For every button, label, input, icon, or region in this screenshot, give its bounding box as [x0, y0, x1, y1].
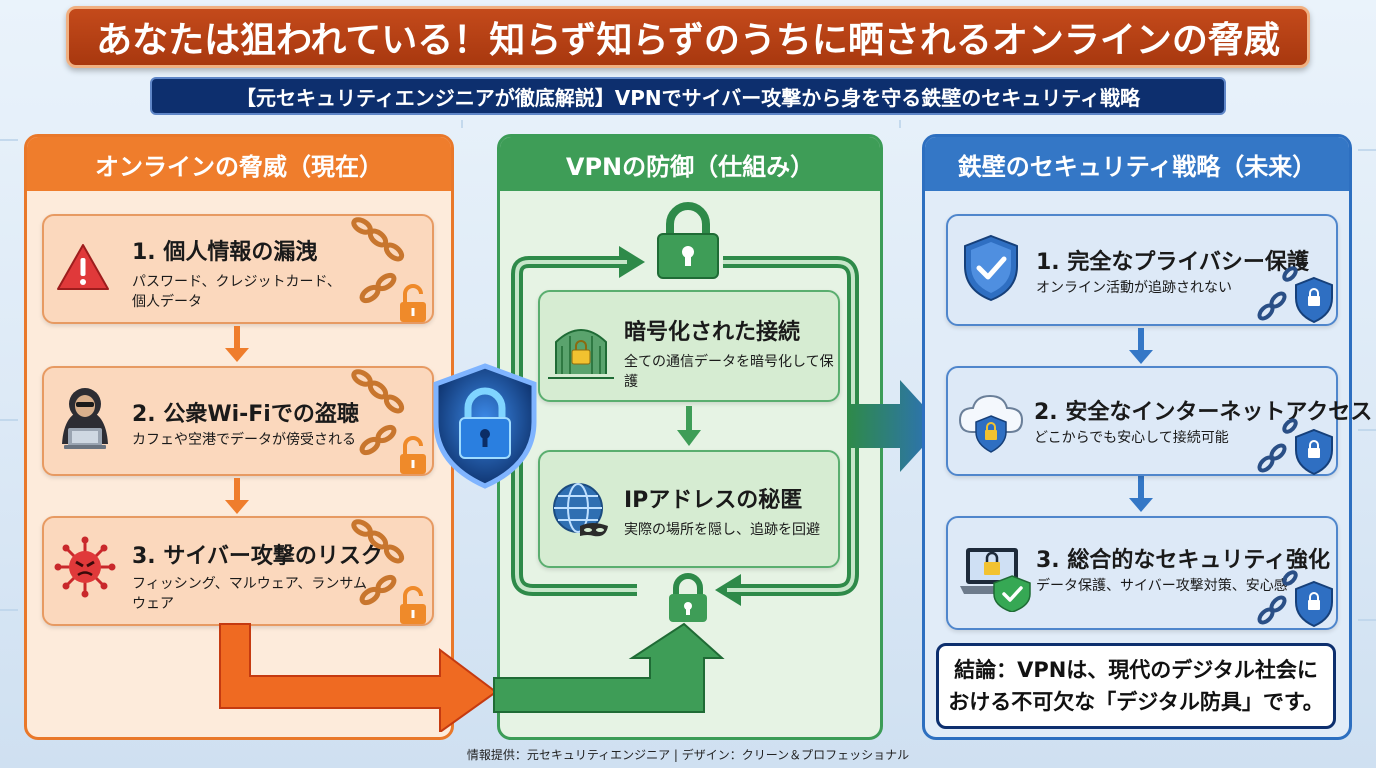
threat-card-desc: カフェや空港でデータが傍受される — [132, 432, 356, 448]
future-card-total-security: 3. 総合的なセキュリティ強化 データ保護、サイバー攻撃対策、安心感 — [946, 516, 1338, 630]
hacker-icon — [62, 388, 108, 449]
shield-check-icon — [964, 234, 1018, 302]
vpn-card-title: 暗号化された接続 — [624, 320, 801, 345]
future-card-secure-access: 2. 安全なインターネットアクセス どこからでも安心して接続可能 — [946, 366, 1372, 476]
future-card-title: 2. 安全なインターネットアクセス — [1034, 400, 1373, 425]
future-card-desc: データ保護、サイバー攻撃対策、安心感 — [1036, 578, 1288, 594]
encrypted-tunnel-icon — [548, 329, 614, 379]
future-card-desc: オンライン活動が追跡されない — [1036, 280, 1232, 296]
threat-to-vpn-arrow — [219, 622, 725, 732]
conclusion-box: 結論：VPNは、現代のデジタル社会に おける不可欠な「デジタル防具」です。 — [936, 643, 1336, 729]
future-card-title: 1. 完全なプライバシー保護 — [1036, 250, 1309, 275]
future-flow-arrow-down — [1129, 476, 1153, 512]
vpn-card-ip-hiding: IPアドレスの秘匿 実際の場所を隠し、追跡を回避 — [538, 450, 840, 568]
threat-card-title: 2. 公衆Wi-Fiでの盗聴 — [132, 402, 359, 427]
broken-chain-lock-icon — [351, 369, 426, 474]
laptop-lock-icon — [960, 548, 1031, 612]
conclusion-line-1: 結論：VPNは、現代のデジタル社会に — [954, 658, 1318, 682]
vpn-column-heading: VPNの防御（仕組み） — [500, 137, 880, 191]
threat-card-title: 1. 個人情報の漏洩 — [132, 240, 318, 265]
future-flow-arrow-down — [1129, 328, 1153, 364]
vpn-to-future-arrow — [848, 380, 942, 472]
warning-icon — [57, 244, 109, 290]
globe-mask-icon — [553, 483, 608, 537]
padlock-icon — [657, 202, 719, 279]
broken-chain-lock-icon — [351, 217, 426, 322]
virus-icon — [54, 536, 116, 598]
vpn-card-desc: 全ての通信データを暗号化して保護 — [624, 354, 834, 390]
threat-card-cyber-attack: 3. サイバー攻撃のリスク フィッシング、マルウェア、ランサムウェア — [42, 516, 434, 626]
threat-card-desc: パスワード、クレジットカード、個人データ — [132, 274, 341, 310]
chain-shield-icon — [1257, 266, 1333, 324]
vpn-shield-icon — [433, 363, 537, 489]
threat-card-data-leak: 1. 個人情報の漏洩 パスワード、クレジットカード、個人データ — [42, 214, 434, 324]
vpn-flow-arrow-down — [677, 406, 701, 446]
threat-column-heading: オンラインの脅威（現在） — [27, 137, 451, 191]
chain-shield-icon — [1257, 570, 1333, 628]
future-card-privacy: 1. 完全なプライバシー保護 オンライン活動が追跡されない — [946, 214, 1338, 326]
threat-card-wifi-sniffing: 2. 公衆Wi-Fiでの盗聴 カフェや空港でデータが傍受される — [42, 366, 434, 476]
threat-card-title: 3. サイバー攻撃のリスク — [132, 544, 383, 569]
broken-chain-lock-icon — [351, 519, 426, 624]
vpn-card-desc: 実際の場所を隠し、追跡を回避 — [624, 522, 820, 538]
chain-shield-icon — [1257, 418, 1333, 476]
future-card-title: 3. 総合的なセキュリティ強化 — [1036, 548, 1331, 573]
cloud-lock-icon — [958, 394, 1024, 453]
future-column-heading: 鉄壁のセキュリティ戦略（未来） — [925, 137, 1349, 191]
vpn-card-encrypted-connection: 暗号化された接続 全ての通信データを暗号化して保護 — [538, 290, 840, 402]
main-title: あなたは狙われている！知らず知らずのうちに晒されるオンラインの脅威 — [66, 6, 1310, 68]
footer-credit: 情報提供：元セキュリティエンジニア | デザイン：クリーン＆プロフェッショナル — [466, 748, 910, 762]
future-card-desc: どこからでも安心して接続可能 — [1034, 430, 1229, 446]
conclusion-line-2: おける不可欠な「デジタル防具」です。 — [948, 690, 1324, 714]
threat-flow-arrow-down — [225, 478, 249, 514]
vpn-card-title: IPアドレスの秘匿 — [624, 488, 803, 513]
threat-flow-arrow-down — [225, 326, 249, 362]
padlock-icon — [669, 573, 707, 622]
sub-title: 【元セキュリティエンジニアが徹底解説】VPNでサイバー攻撃から身を守る鉄壁のセキ… — [150, 77, 1226, 115]
threat-card-desc: フィッシング、マルウェア、ランサムウェア — [132, 576, 368, 612]
